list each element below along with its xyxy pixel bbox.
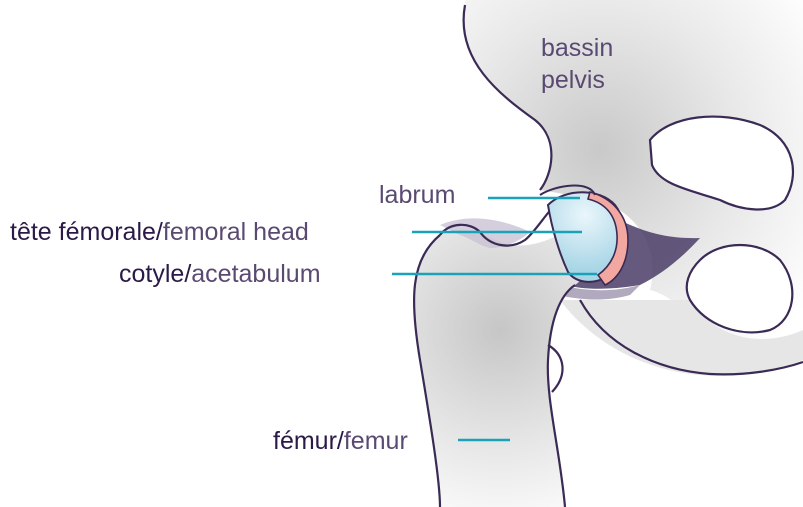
label-acetabulum: cotyle/acetabulum	[119, 262, 321, 287]
label-femur-en: femur	[344, 427, 408, 455]
label-femur: fémur/femur	[273, 429, 408, 454]
label-femur-fr: fémur	[273, 427, 337, 455]
label-femur-sep: /	[337, 427, 344, 455]
label-acetabulum-en: acetabulum	[191, 260, 320, 288]
label-acetabulum-fr: cotyle	[119, 260, 184, 288]
label-femoral-head-sep: /	[156, 218, 163, 246]
label-labrum: labrum	[379, 183, 455, 208]
label-femoral-head: tête fémorale/femoral head	[10, 220, 309, 245]
label-femoral-head-en: femoral head	[163, 218, 309, 246]
label-pelvis-en: pelvis	[541, 68, 605, 93]
label-femoral-head-fr: tête fémorale	[10, 218, 156, 246]
label-pelvis-fr: bassin	[541, 36, 613, 61]
